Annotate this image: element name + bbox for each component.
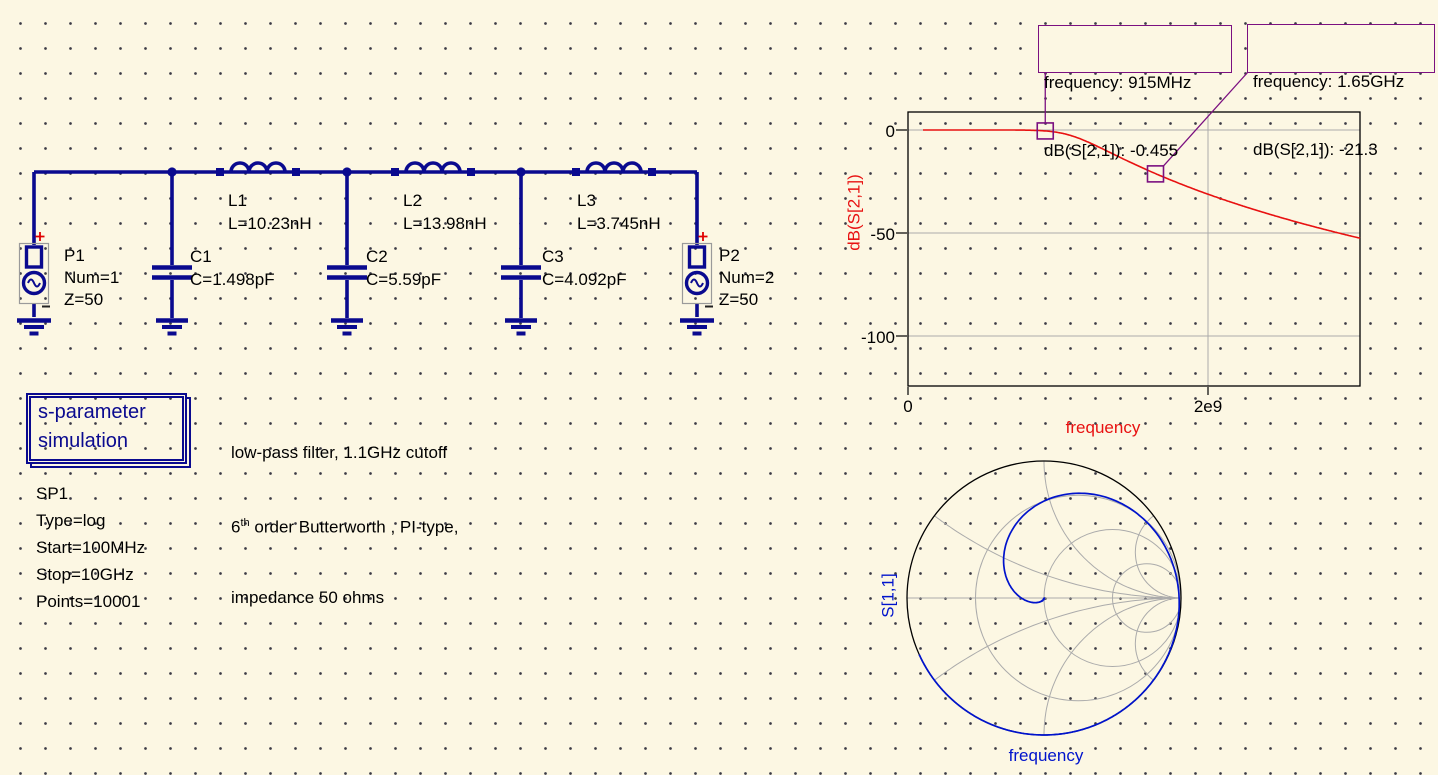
sparameter-simulation-box[interactable]: s-parameter simulation	[26, 393, 187, 464]
sim-box-line1: s-parameter	[38, 401, 146, 423]
port-p2-z[interactable]: Z=50	[719, 290, 759, 309]
plus-sign-icon	[35, 232, 45, 241]
port-p1-z[interactable]: Z=50	[64, 290, 104, 309]
inductor-l3-name[interactable]: L3	[577, 191, 596, 210]
capacitor-c1-name[interactable]: C1	[190, 247, 212, 266]
sim-param-stop[interactable]: Stop=10GHz	[36, 565, 134, 584]
junction-dots	[167, 167, 526, 177]
plot-xlabel: frequency	[1065, 418, 1141, 437]
note-line2: 6th order Butterworth , PI-type,	[231, 516, 459, 537]
port-p2-num[interactable]: Num=2	[719, 268, 775, 287]
marker-2-label-box[interactable]: frequency: 1.65GHz dB(S[2,1]): -21.3	[1247, 24, 1435, 159]
capacitor-C2[interactable]	[327, 265, 367, 280]
plus-sign-icon	[698, 232, 708, 241]
inductor-L2[interactable]	[391, 161, 475, 176]
port-p2-name[interactable]: P2	[719, 246, 740, 265]
note-line3: impedance 50 ohms	[231, 587, 385, 607]
inductor-l2-name[interactable]: L2	[403, 191, 422, 210]
marker-1-line2: dB(S[2,1]): -0.455	[1044, 140, 1179, 160]
sim-param-type[interactable]: Type=log	[36, 511, 106, 530]
port-p2-symbol[interactable]	[681, 232, 714, 308]
inductor-L1[interactable]	[216, 161, 300, 176]
sim-param-name[interactable]: SP1	[36, 484, 69, 503]
wires[interactable]	[32, 170, 699, 318]
inductor-l3-value[interactable]: L=3.745nH	[577, 214, 661, 233]
port-p1-name[interactable]: P1	[64, 246, 85, 265]
sim-box-line2: simulation	[38, 430, 129, 452]
capacitor-c3-value[interactable]: C=4.092pF	[542, 270, 627, 289]
plot-ticks	[896, 129, 1209, 395]
xtick-0: 0	[903, 397, 913, 416]
inductor-l1-value[interactable]: L=10.23nH	[228, 214, 312, 233]
sim-param-points[interactable]: Points=10001	[36, 592, 141, 611]
marker-1-label-box[interactable]: frequency: 915MHz dB(S[2,1]): -0.455	[1038, 25, 1232, 160]
marker-glyphs[interactable]	[1036, 71, 1249, 183]
inductor-l1-name[interactable]: L1	[228, 191, 247, 210]
capacitor-c2-value[interactable]: C=5.59pF	[366, 270, 442, 289]
marker-1-line1: frequency: 915MHz	[1044, 73, 1192, 92]
marker-2-line2: dB(S[2,1]): -21.3	[1253, 139, 1378, 159]
xtick-2e9: 2e9	[1193, 397, 1223, 416]
inductor-l2-value[interactable]: L=13.98nH	[403, 214, 487, 233]
sim-param-start[interactable]: Start=100MHz	[36, 538, 146, 557]
port-p1-num[interactable]: Num=1	[64, 268, 120, 287]
capacitor-c2-name[interactable]: C2	[366, 247, 388, 266]
note-line1: low-pass filter, 1.1GHz cutoff	[231, 443, 448, 462]
inductor-L3[interactable]	[572, 161, 656, 176]
marker-1-square	[1036, 122, 1055, 140]
capacitor-C1[interactable]	[152, 265, 192, 280]
capacitor-C3[interactable]	[501, 265, 541, 280]
smith-chart[interactable]	[906, 460, 1182, 736]
s21-curve[interactable]	[923, 129, 1361, 239]
schematic-note: low-pass filter, 1.1GHz cutoff 6th order…	[231, 394, 458, 656]
cartesian-plot[interactable]	[896, 71, 1361, 395]
ytick-m100: -100	[860, 328, 895, 347]
smith-xlabel: frequency	[1008, 746, 1084, 765]
port-p1-symbol[interactable]	[18, 232, 51, 308]
ground-symbols	[17, 318, 714, 336]
marker-2-line1: frequency: 1.65GHz	[1253, 72, 1405, 91]
schematic[interactable]	[17, 161, 714, 336]
s11-trace[interactable]	[918, 492, 1181, 736]
marker-2-square	[1146, 165, 1165, 183]
ytick-m50: -50	[870, 225, 895, 244]
plot-frame	[907, 111, 1361, 387]
capacitor-c3-name[interactable]: C3	[542, 247, 564, 266]
capacitor-c1-value[interactable]: C=1.498pF	[190, 270, 275, 289]
ytick-0: 0	[885, 122, 895, 141]
smith-trace-label: S[1,1]	[878, 573, 898, 618]
